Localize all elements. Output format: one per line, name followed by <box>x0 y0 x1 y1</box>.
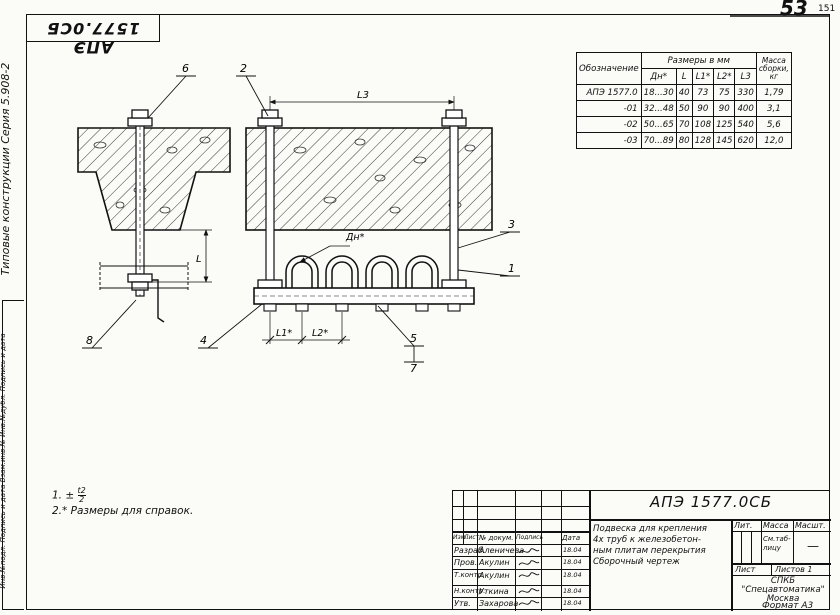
col-l1: L1* <box>691 68 715 85</box>
sizes-table: Обозначение Размеры в мм Масса сборки, к… <box>576 52 792 149</box>
table-row: -02 50...65 70 108 125 540 5,6 <box>576 116 792 133</box>
signature-marks <box>518 548 540 606</box>
dim-l3: L3 <box>269 90 455 110</box>
title-block: АПЭ 1577.0СБ Подвеска для крепления 4х т… <box>452 490 831 611</box>
callout-6: 6 <box>182 62 189 75</box>
top-code-box <box>26 14 160 42</box>
title-text: Подвеска для крепления 4х труб к железоб… <box>593 524 707 567</box>
mass-value: См.таб- лицу <box>763 535 791 552</box>
page-number-underline <box>730 15 830 17</box>
callout-8: 8 <box>86 334 93 347</box>
col-group-sizes: Размеры в мм <box>640 52 757 69</box>
callout-1: 1 <box>508 262 515 275</box>
notes: 1. ± t2 2 2.* Размеры для справок. <box>52 487 193 519</box>
col-mass: Масса сборки, кг <box>755 52 792 85</box>
table-row: -01 32...48 50 90 90 400 3,1 <box>576 100 792 117</box>
pipe-clamps <box>285 255 439 288</box>
dim-l2-label: L2* <box>312 328 328 339</box>
callout-3: 3 <box>508 218 515 231</box>
format-label: Формат А3 <box>762 601 814 611</box>
left-slab-section <box>77 127 231 231</box>
col-dn: Дн* <box>640 68 677 85</box>
col-l2: L2* <box>713 68 736 85</box>
col-l3: L3 <box>734 68 757 85</box>
dim-l1-l2: L1* L2* <box>262 312 350 345</box>
title-code: АПЭ 1577.0СБ <box>649 493 773 511</box>
dim-l: L <box>150 229 212 283</box>
note-2: 2.* Размеры для справок. <box>52 505 194 517</box>
page-number: 53 <box>780 0 808 20</box>
dim-dn-label: Дн* <box>345 232 365 243</box>
col-designation: Обозначение <box>576 52 642 85</box>
dim-l-label: L <box>196 254 202 265</box>
page-number-small: 151 <box>818 4 836 14</box>
callout-5: 5 <box>410 332 417 345</box>
drawing-frame <box>26 14 830 610</box>
callout-2: 2 <box>240 62 247 75</box>
callout-7: 7 <box>410 362 417 375</box>
table-row: -03 70...89 80 128 145 620 12,0 <box>576 132 792 149</box>
col-l: L <box>675 68 693 85</box>
left-rod <box>127 109 153 297</box>
scale-value: — <box>807 539 819 553</box>
callout-4: 4 <box>200 334 207 347</box>
dim-l3-label: L3 <box>357 90 369 101</box>
dim-dn: Дн* <box>299 232 365 263</box>
note-1: 1. ± t2 2 <box>52 486 86 504</box>
leader-lines <box>82 75 520 363</box>
table-row: АПЭ 1577.0 18...30 40 73 75 330 1,79 <box>576 84 792 101</box>
bottom-nuts <box>263 303 461 312</box>
organization: СПКБ "Спецавтоматика" Москва <box>741 576 825 604</box>
channel-bar <box>253 287 475 305</box>
left-bracket-section <box>99 262 189 323</box>
side-stamp-column <box>2 300 24 610</box>
dim-l1-label: L1* <box>276 328 292 339</box>
